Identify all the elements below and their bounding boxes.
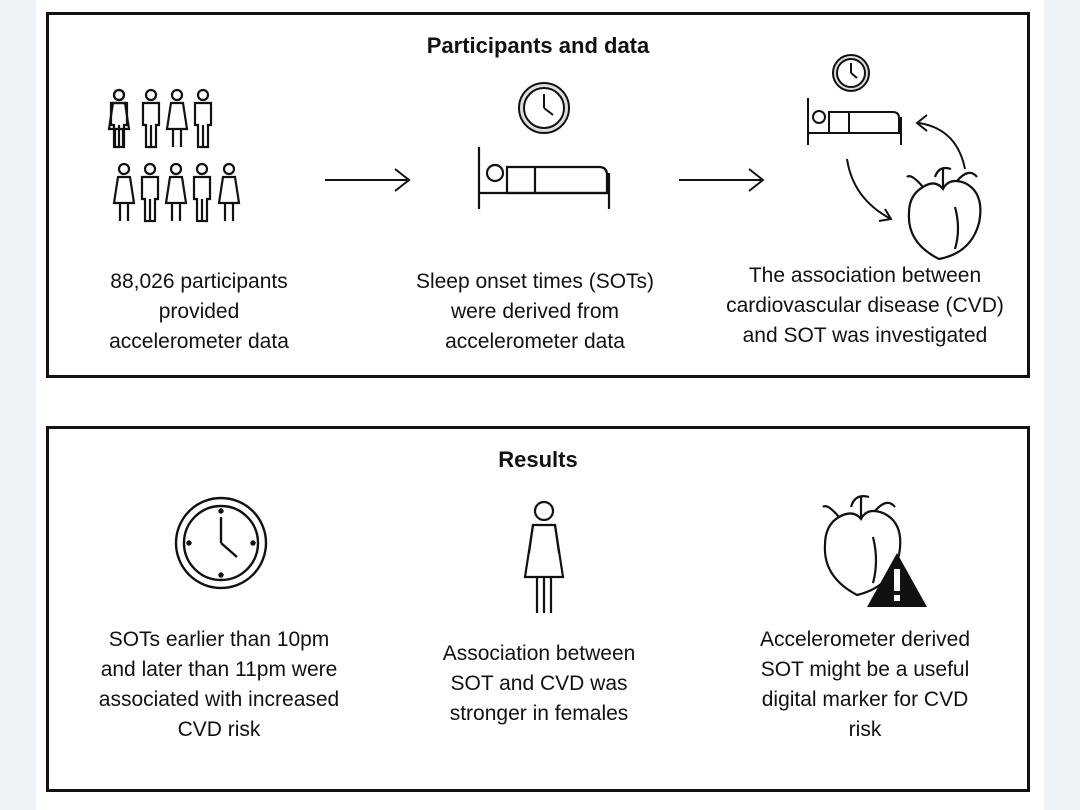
caption-digital-marker: Accelerometer derived SOT might be a use… <box>759 628 971 741</box>
bed-icon <box>805 95 905 149</box>
cycle-arrows-icon <box>839 109 979 229</box>
caption-association: The association between cardiovascular d… <box>726 264 1004 347</box>
clock-icon <box>173 495 269 591</box>
warning-icon <box>867 553 927 607</box>
participants-panel-title: Participants and data <box>426 33 650 58</box>
arrow-right-icon <box>323 165 413 195</box>
graphical-abstract: Participants and data <box>36 0 1044 810</box>
participants-panel: Participants and data <box>46 12 1030 378</box>
caption-sleep-onset: Sleep onset times (SOTs) were derived fr… <box>415 270 655 353</box>
clock-icon <box>517 81 571 135</box>
caption-females: Association between SOT and CVD was stro… <box>442 642 636 725</box>
clock-icon <box>831 53 871 93</box>
heart-icon <box>817 491 907 601</box>
bed-icon <box>475 143 615 213</box>
results-panel-title: Results <box>498 447 578 472</box>
heart-icon <box>899 163 989 263</box>
people-group-icon <box>119 88 241 223</box>
caption-participants: 88,026 participants provided acceleromet… <box>109 270 289 353</box>
results-panel: Results SOT <box>46 426 1030 792</box>
female-icon <box>519 501 569 617</box>
arrow-right-icon <box>677 165 767 195</box>
caption-earlier-later: SOTs earlier than 10pm and later than 11… <box>98 628 340 741</box>
